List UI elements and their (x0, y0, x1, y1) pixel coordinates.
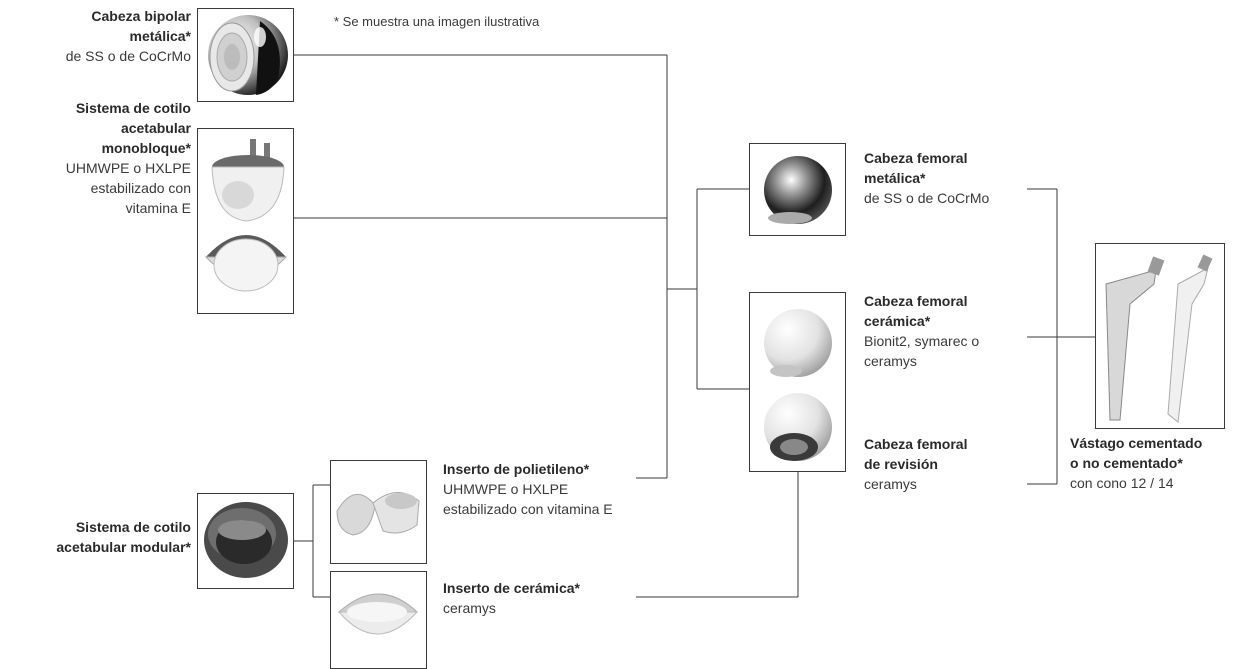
bipolar-head-title-2: metálica* (129, 28, 191, 44)
metal-femoral-head-icon (764, 156, 832, 224)
revision-head-title-1: Cabeza femoral (864, 436, 968, 452)
bipolar-head-title-1: Cabeza bipolar (91, 8, 191, 24)
ceramic-head-title-1: Cabeza femoral (864, 293, 968, 309)
poly-insert-label: Inserto de polietileno* UHMWPE o HXLPE e… (443, 459, 653, 519)
ceramic-femoral-head-label: Cabeza femoral cerámica* Bionit2, symare… (864, 291, 1034, 371)
poly-insert-image (330, 460, 427, 564)
monobloc-title-2: acetabular (120, 120, 191, 136)
bipolar-head-image (197, 8, 294, 102)
ceramic-heads-image (749, 292, 846, 472)
ceramic-insert-desc: ceramys (443, 600, 496, 616)
femoral-stem-icon (1105, 254, 1213, 423)
modular-cup-icon (204, 502, 288, 578)
metal-head-title-1: Cabeza femoral (864, 150, 968, 166)
poly-insert-title: Inserto de polietileno* (443, 461, 590, 477)
femoral-stem-image (1095, 243, 1225, 429)
stem-title-2: o no cementado* (1070, 455, 1183, 471)
metal-femoral-head-label: Cabeza femoral metálica* de SS o de CoCr… (864, 148, 1034, 208)
modular-cup-label: Sistema de cotilo acetabular modular* (0, 517, 191, 557)
poly-insert-desc-2: estabilizado con vitamina E (443, 501, 613, 517)
revision-head-title-2: de revisión (864, 456, 938, 472)
poly-insert-desc-1: UHMWPE o HXLPE (443, 481, 569, 497)
monobloc-desc-3: vitamina E (125, 200, 191, 216)
revision-femoral-head-label: Cabeza femoral de revisión ceramys (864, 434, 1034, 494)
ceramic-head-desc-2: ceramys (864, 353, 917, 369)
stem-desc: con cono 12 / 14 (1070, 475, 1174, 491)
ceramic-insert-label: Inserto de cerámica* ceramys (443, 578, 643, 618)
bipolar-head-icon (208, 15, 288, 95)
poly-insert-icon (336, 492, 420, 536)
ceramic-insert-image (330, 571, 427, 669)
revision-head-desc: ceramys (864, 476, 917, 492)
bipolar-head-desc: de SS o de CoCrMo (65, 48, 191, 64)
monobloc-desc-2: estabilizado con (90, 180, 191, 196)
stem-title-1: Vástago cementado (1070, 435, 1203, 451)
ceramic-femoral-head-icon (764, 309, 832, 461)
illustrative-note: * Se muestra una imagen ilustrativa (334, 14, 540, 29)
modular-title-1: Sistema de cotilo (75, 519, 191, 535)
stem-label: Vástago cementado o no cementado* con co… (1070, 433, 1260, 493)
metal-head-title-2: metálica* (864, 170, 926, 186)
monobloc-desc-1: UHMWPE o HXLPE (65, 160, 191, 176)
monobloc-title-1: Sistema de cotilo (75, 100, 191, 116)
ceramic-insert-icon (337, 593, 419, 635)
metal-head-desc: de SS o de CoCrMo (864, 190, 990, 206)
metal-femoral-head-image (749, 143, 846, 236)
ceramic-head-desc-1: Bionit2, symarec o (864, 333, 980, 349)
modular-title-2: acetabular modular* (56, 539, 191, 555)
ceramic-head-title-2: cerámica* (864, 313, 931, 329)
monobloc-cup-icon (204, 139, 288, 292)
bipolar-head-label: Cabeza bipolar metálica* de SS o de CoCr… (1, 6, 191, 66)
ceramic-insert-title: Inserto de cerámica* (443, 580, 580, 596)
modular-cup-image (197, 493, 294, 589)
monobloc-title-3: monobloque* (101, 140, 191, 156)
monobloc-cup-image (197, 128, 294, 314)
monobloc-cup-label: Sistema de cotilo acetabular monobloque*… (1, 98, 191, 218)
